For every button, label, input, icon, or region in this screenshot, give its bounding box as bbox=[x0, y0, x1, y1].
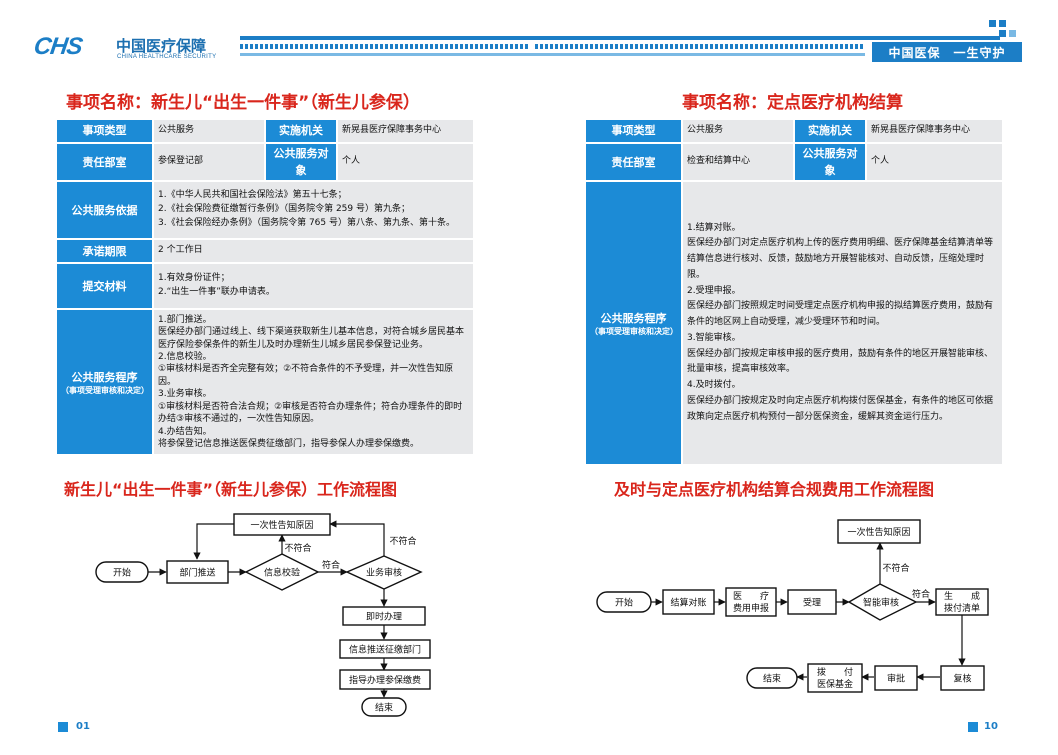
r-flow-fund-text-1: 拨 付 bbox=[817, 666, 853, 678]
flow-start: 开始 bbox=[95, 561, 149, 583]
r-flow-generate-text-1: 生 成 bbox=[944, 590, 980, 602]
flow-send: 信息推送征缴部门 bbox=[339, 639, 431, 659]
flow-guide: 指导办理参保缴费 bbox=[339, 669, 431, 690]
flow-label-no-review: 不符合 bbox=[389, 535, 416, 547]
org-value: 新晃县医疗保障事务中心 bbox=[338, 120, 473, 142]
r-dept-label: 责任部室 bbox=[586, 144, 681, 181]
flow-start-text: 开始 bbox=[113, 567, 131, 579]
r-flow-end-text: 结束 bbox=[763, 673, 781, 685]
r-flow-recheck-text: 复核 bbox=[953, 673, 971, 685]
flow-label-no-verify: 不符合 bbox=[284, 542, 311, 554]
r-procedure-value: 1.结算对账。 医保经办部门对定点医疗机构上传的医疗费用明细、医疗保障基金结算清… bbox=[683, 182, 1002, 465]
slogan: 中国医保 一生守护 bbox=[872, 42, 1022, 62]
right-flow-title: 及时与定点医疗机构结算合规费用工作流程图 bbox=[614, 480, 935, 499]
org-label: 实施机关 bbox=[266, 120, 336, 142]
right-page-marker bbox=[968, 722, 978, 732]
procedure-sublabel: （事项受理审核和决定） bbox=[61, 385, 149, 395]
flow-verify: 信息校验 bbox=[244, 553, 320, 591]
r-flow-notify: 一次性告知原因 bbox=[837, 519, 921, 544]
dept-label: 责任部室 bbox=[57, 144, 152, 181]
r-flow-smart: 智能审核 bbox=[847, 583, 918, 621]
right-flow-edges bbox=[651, 542, 966, 681]
left-flow-edges bbox=[148, 520, 388, 698]
procedure-label-text: 公共服务程序 bbox=[71, 370, 138, 384]
procedure-label: 公共服务程序 （事项受理审核和决定） bbox=[57, 310, 152, 455]
r-flow-start-text: 开始 bbox=[615, 597, 633, 609]
flow-handle-text: 即时办理 bbox=[366, 611, 402, 623]
left-flow-title: 新生儿“出生一件事”（新生儿参保）工作流程图 bbox=[64, 480, 398, 499]
right-info-table: 事项类型 公共服务 实施机关 新晃县医疗保障事务中心 责任部室 检查和结算中心 … bbox=[584, 118, 1004, 466]
flow-review: 业务审核 bbox=[345, 555, 423, 590]
materials-value: 1.有效身份证件； 2.“出生一件事”联办申请表。 bbox=[154, 264, 473, 309]
r-flow-approve-text: 审批 bbox=[887, 673, 905, 685]
r-flow-declare: 医 疗 费用申报 bbox=[725, 587, 777, 617]
flow-guide-text: 指导办理参保缴费 bbox=[349, 674, 421, 686]
r-flow-start: 开始 bbox=[596, 591, 652, 613]
r-flow-smart-text: 智能审核 bbox=[863, 597, 899, 609]
type-value: 公共服务 bbox=[154, 120, 264, 142]
basis-value: 1.《中华人民共和国社会保险法》第五十七条； 2.《社会保险费征缴暂行条例》（国… bbox=[154, 182, 473, 239]
r-flow-accept: 受理 bbox=[787, 589, 837, 615]
procedure-value: 1.部门推送。 医保经办部门通过线上、线下渠道获取新生儿基本信息，对符合城乡居民… bbox=[154, 310, 473, 455]
flow-review-text: 业务审核 bbox=[366, 567, 402, 579]
r-flow-label-no: 不符合 bbox=[882, 562, 909, 574]
r-target-label: 公共服务对象 bbox=[795, 144, 865, 181]
r-flow-declare-text-1: 医 疗 bbox=[733, 590, 769, 602]
flow-notify-text: 一次性告知原因 bbox=[250, 519, 313, 531]
left-info-table: 事项类型 公共服务 实施机关 新晃县医疗保障事务中心 责任部室 参保登记部 公共… bbox=[55, 118, 475, 456]
materials-label: 提交材料 bbox=[57, 264, 152, 309]
flow-verify-text: 信息校验 bbox=[264, 567, 300, 579]
r-flow-end: 结束 bbox=[746, 667, 798, 689]
r-type-value: 公共服务 bbox=[683, 120, 793, 142]
logo-en: CHINA HEALTHCARE SECURITY bbox=[117, 54, 217, 60]
logo: CHS 中国医疗保障 CHINA HEALTHCARE SECURITY bbox=[32, 33, 232, 67]
r-procedure-label: 公共服务程序 （事项受理审核和决定） bbox=[586, 182, 681, 465]
r-flow-label-ok: 符合 bbox=[912, 588, 930, 600]
r-flow-approve: 审批 bbox=[874, 665, 918, 691]
r-flow-fund-text-2: 医保基金 bbox=[817, 678, 853, 690]
period-label: 承诺期限 bbox=[57, 240, 152, 263]
flow-push-text: 部门推送 bbox=[179, 567, 215, 579]
flow-end-text: 结束 bbox=[375, 702, 393, 714]
r-procedure-label-text: 公共服务程序 bbox=[600, 311, 667, 325]
r-flow-generate-text-2: 拨付清单 bbox=[944, 602, 980, 614]
right-page-number: 10 bbox=[984, 721, 998, 732]
basis-label: 公共服务依据 bbox=[57, 182, 152, 239]
r-procedure-sublabel: （事项受理审核和决定） bbox=[590, 326, 678, 336]
target-label: 公共服务对象 bbox=[266, 144, 336, 181]
r-flow-settle-text: 结算对账 bbox=[670, 597, 706, 609]
left-page-number: 01 bbox=[76, 721, 90, 732]
r-flow-recheck: 复核 bbox=[940, 665, 985, 691]
r-flow-notify-text: 一次性告知原因 bbox=[847, 526, 910, 538]
r-flow-settle: 结算对账 bbox=[662, 589, 715, 615]
r-org-label: 实施机关 bbox=[795, 120, 865, 142]
right-item-title: 事项名称：定点医疗机构结算 bbox=[682, 93, 903, 113]
logo-cn: 中国医疗保障 bbox=[116, 38, 207, 55]
r-flow-accept-text: 受理 bbox=[803, 597, 821, 609]
r-org-value: 新晃县医疗保障事务中心 bbox=[867, 120, 1002, 142]
right-flowchart: 开始 结算对账 医 疗 费用申报 受理 智能审核 生 成 拨付清单 一次性告知原… bbox=[596, 519, 989, 693]
left-item-title: 事项名称：新生儿“出生一件事”（新生儿参保） bbox=[66, 93, 420, 113]
flow-push: 部门推送 bbox=[166, 560, 229, 584]
period-value: 2 个工作日 bbox=[154, 240, 473, 263]
flow-notify: 一次性告知原因 bbox=[233, 513, 331, 536]
flow-end: 结束 bbox=[361, 697, 407, 717]
r-target-value: 个人 bbox=[867, 144, 1002, 181]
r-flow-declare-text-2: 费用申报 bbox=[733, 602, 769, 614]
r-dept-value: 检查和结算中心 bbox=[683, 144, 793, 181]
type-label: 事项类型 bbox=[57, 120, 152, 142]
flow-label-ok: 符合 bbox=[322, 559, 340, 571]
flow-handle: 即时办理 bbox=[342, 606, 426, 626]
left-page-marker bbox=[58, 722, 68, 732]
r-flow-generate: 生 成 拨付清单 bbox=[935, 588, 989, 616]
flow-send-text: 信息推送征缴部门 bbox=[349, 644, 421, 656]
r-flow-fund: 拨 付 医保基金 bbox=[807, 663, 863, 693]
target-value: 个人 bbox=[338, 144, 473, 181]
dept-value: 参保登记部 bbox=[154, 144, 264, 181]
left-flowchart: 开始 部门推送 信息校验 业务审核 一次性告知原因 即时办理 信息推送征缴部门 … bbox=[95, 513, 431, 717]
r-type-label: 事项类型 bbox=[586, 120, 681, 142]
